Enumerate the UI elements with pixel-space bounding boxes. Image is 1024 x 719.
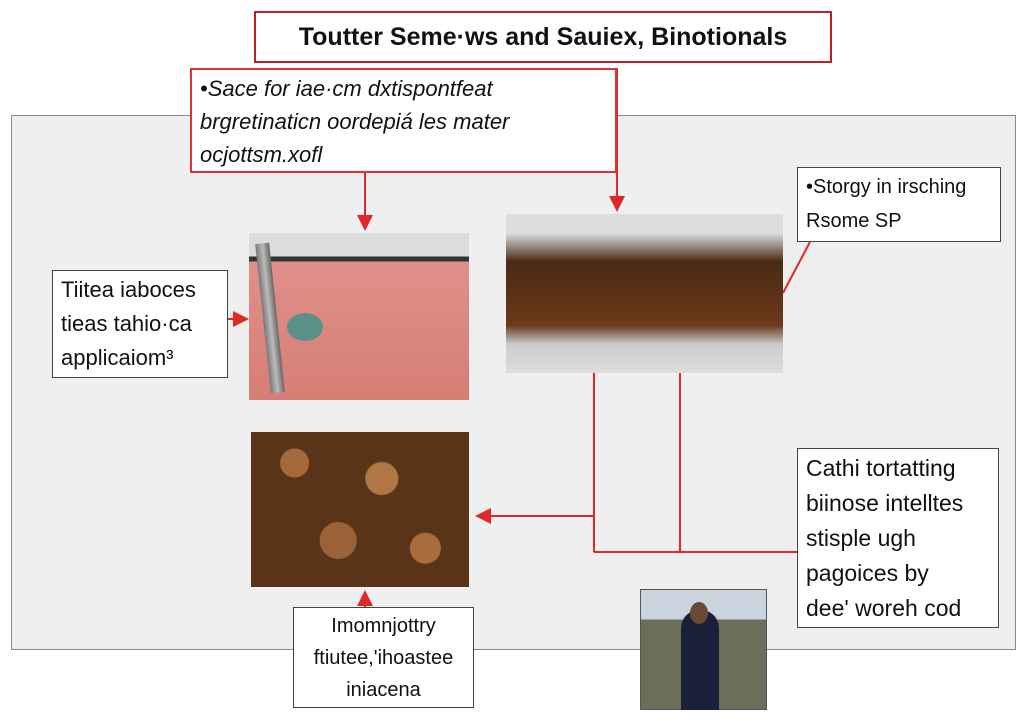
diagram-title: Toutter Seme·ws and Sauiex, Binotionals [254,11,832,63]
text-line: pagoices by [806,560,929,586]
text-line: brgretinaticn oordepiá les mater [200,109,510,134]
left-text-box: Tiitea iaboces tieas tahio·ca applicaiom… [52,270,228,378]
photo-soil-pile [506,214,783,373]
line-box-to-img2 [782,241,811,294]
text-line: ftiutee,'ihoastee [313,647,454,669]
text-line: dee' woreh cod [806,595,962,621]
photo-soil-granules [251,432,469,587]
text-line: ocjottsm.xofl [200,142,323,167]
text-line: •Sace for iae·cm dxtispontfeat [200,76,493,101]
text-line: biinose intelltes [806,490,964,516]
photo-person-greenhouse [640,589,767,710]
text-line: Imomnjottry [331,615,436,637]
photo-tool-on-surface [249,233,469,400]
text-line: stisple ugh [806,525,916,551]
right-top-text-box: •Storgy in irsching Rsome SP [797,167,1001,242]
text-line: Cathi tortatting [806,455,956,481]
text-line: Tiitea iaboces [61,277,196,302]
top-text-box: •Sace for iae·cm dxtispontfeat brgretina… [190,68,617,173]
text-line: iniacena [346,679,421,701]
text-line: tieas tahio·ca [61,311,192,336]
text-line: •Storgy in irsching [806,176,967,198]
right-bottom-text-box: Cathi tortatting biinose intelltes stisp… [797,448,999,628]
text-line: applicaiom³ [61,345,174,370]
text-line: Rsome SP [806,210,902,232]
bottom-text-box: Imomnjottry ftiutee,'ihoastee iniacena [293,607,474,708]
